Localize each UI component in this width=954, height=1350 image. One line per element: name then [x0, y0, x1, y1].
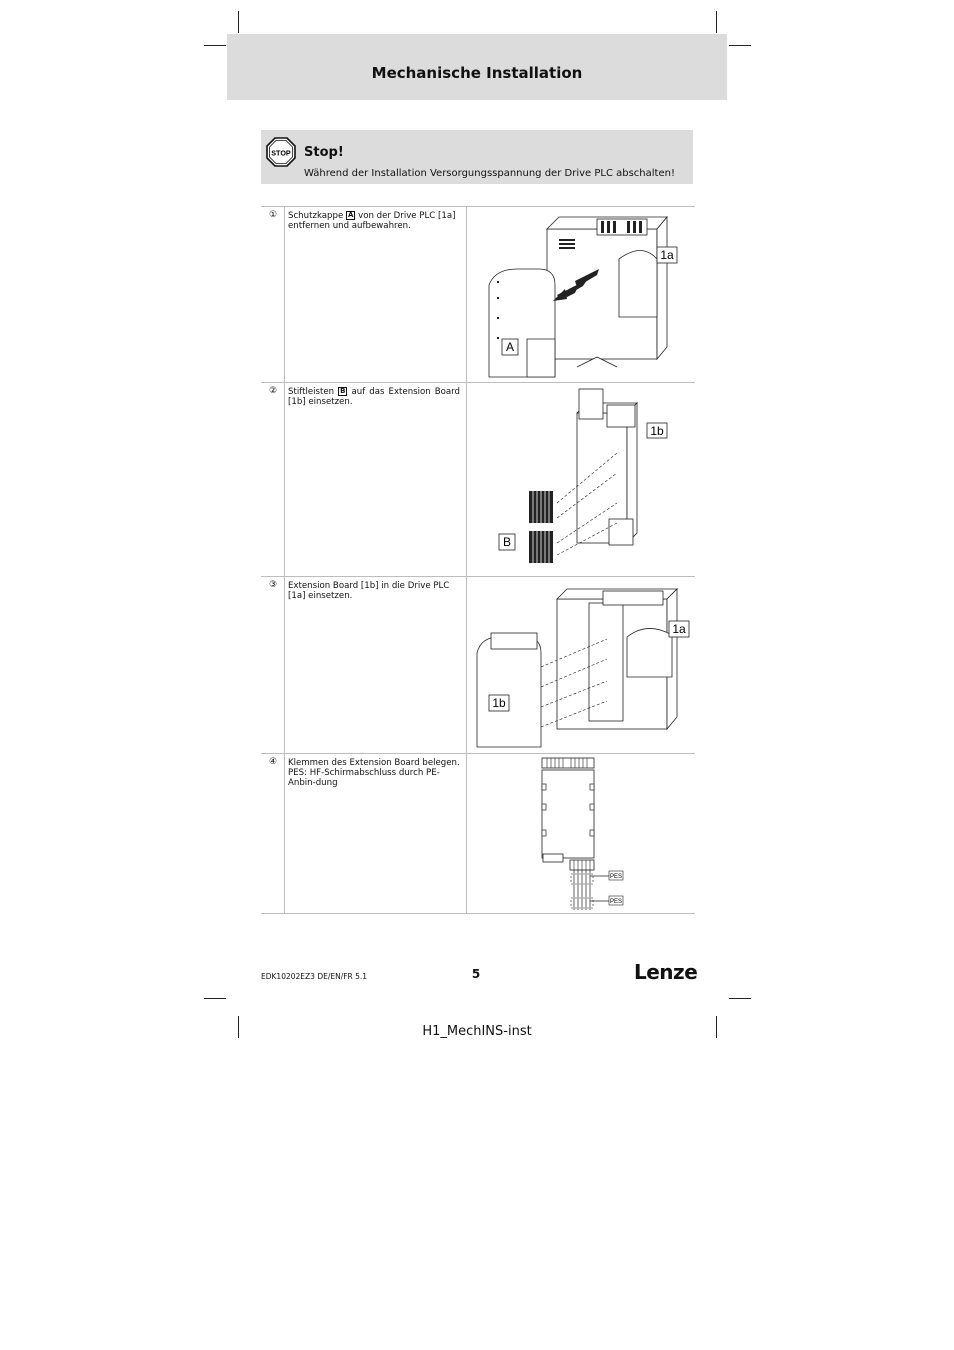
stop-notice: STOP Stop! Während der Installation Vers…	[261, 130, 693, 184]
step-row: ④ Klemmen des Extension Board belegen. P…	[261, 753, 695, 914]
step-text: Extension Board [1b] in die Drive PLC [1…	[288, 581, 450, 601]
stop-sign-icon: STOP	[266, 137, 296, 167]
crop-mark	[238, 11, 239, 33]
figure-label-1b: 1b	[650, 424, 664, 438]
document-code: EDK10202EZ3 DE/EN/FR 5.1	[261, 972, 368, 981]
step-text: Schutzkappe A von der Drive PLC [1a] ent…	[288, 211, 456, 231]
figure-label-1a: 1a	[672, 622, 686, 636]
crop-mark	[729, 998, 751, 999]
figure-label-B: B	[503, 535, 511, 549]
header-band: Mechanische Installation	[227, 34, 727, 100]
step-number: ③	[268, 580, 278, 590]
step-number: ④	[268, 757, 278, 767]
crop-mark	[204, 998, 226, 999]
file-label: H1_MechINS-inst	[422, 1024, 532, 1039]
figure-label-pes: PES	[610, 899, 622, 905]
step-text-line: Klemmen des Extension Board belegen.	[288, 758, 460, 768]
figure-label-1a: 1a	[660, 248, 674, 262]
step-text: Klemmen des Extension Board belegen. PES…	[288, 758, 460, 788]
step-figure-wiring: PES PES	[467, 754, 695, 913]
crop-mark	[716, 11, 717, 33]
figure-label-pes: PES	[610, 874, 622, 880]
marker-box: B	[338, 387, 348, 396]
step-row: ③ Extension Board [1b] in die Drive PLC …	[261, 576, 695, 753]
crop-mark	[729, 45, 751, 46]
step-figure-insert-board: 1a 1b	[467, 577, 695, 753]
crop-mark	[716, 1016, 717, 1038]
figure-label-1b: 1b	[492, 696, 506, 710]
figure-label-A: A	[506, 340, 514, 354]
step-text-line: PES: HF-Schirmabschluss durch PE-Anbin-d…	[288, 768, 440, 788]
steps-table: ① Schutzkappe A von der Drive PLC [1a] e…	[261, 206, 695, 914]
page-number: 5	[471, 967, 481, 981]
stop-text: Während der Installation Versorgungsspan…	[304, 168, 675, 179]
step-row: ① Schutzkappe A von der Drive PLC [1a] e…	[261, 206, 695, 382]
stop-title: Stop!	[304, 145, 344, 160]
step-number: ①	[268, 210, 278, 220]
page-title: Mechanische Installation	[371, 64, 583, 82]
brand-logo: Lenze	[634, 960, 698, 984]
step-row: ② Stiftleisten B auf das Extension Board…	[261, 382, 695, 576]
step-figure-remove-cap: 1a A	[467, 207, 695, 382]
crop-mark	[238, 1016, 239, 1038]
stop-sign-label: STOP	[271, 148, 291, 157]
crop-mark	[204, 45, 226, 46]
step-text: Stiftleisten B auf das Extension Board […	[288, 387, 460, 407]
step-number: ②	[268, 386, 278, 396]
step-figure-pin-headers: 1b B	[467, 383, 695, 576]
marker-box: A	[345, 211, 356, 220]
